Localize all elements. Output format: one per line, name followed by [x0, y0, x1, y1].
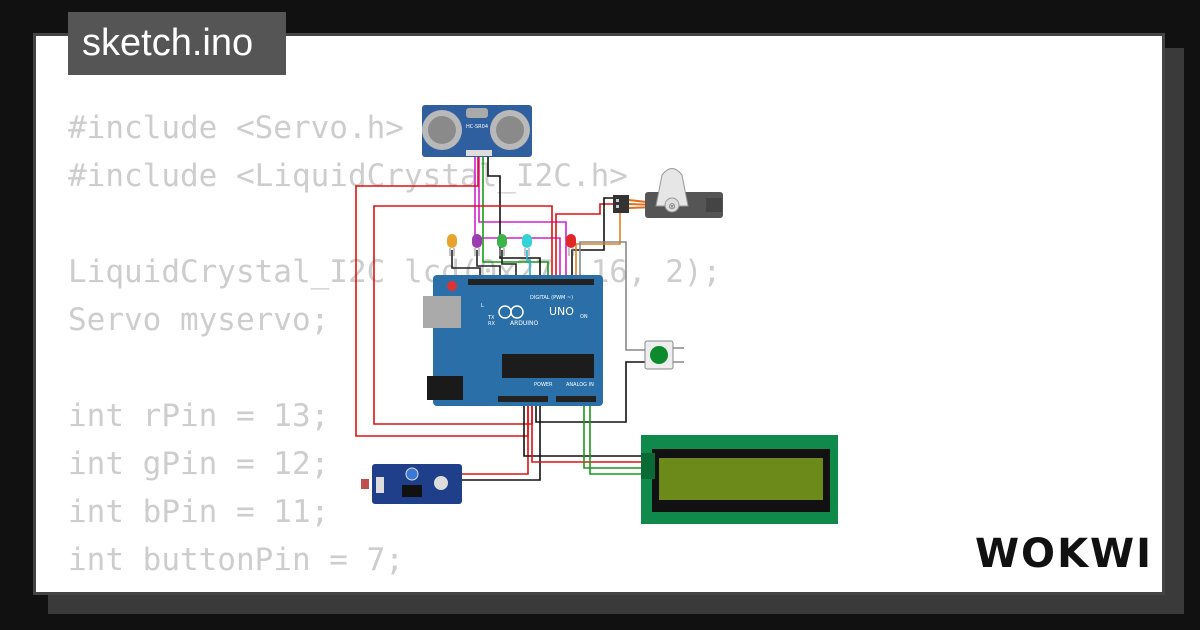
on-label: ON: [580, 314, 588, 320]
code-line: LiquidCrystal_I2C lcd(0x27, 16, 2);: [68, 254, 722, 290]
led-icon[interactable]: [472, 234, 482, 256]
servo-motor-icon[interactable]: ⊗: [613, 168, 723, 219]
board-model-label: UNO: [549, 305, 574, 318]
ultrasonic-sensor-icon[interactable]: HC-SR04: [422, 105, 532, 157]
sensor-model-label: HC-SR04: [466, 124, 488, 130]
led-icon[interactable]: [447, 234, 457, 256]
board-brand-label: ARDUINO: [510, 320, 539, 327]
code-line: #include <LiquidCrystal_I2C.h>: [68, 158, 628, 194]
svg-text:⊗: ⊗: [668, 202, 676, 212]
code-line: int buttonPin = 7;: [68, 542, 404, 578]
code-line: Servo myservo;: [68, 302, 330, 338]
lcd-display-icon[interactable]: [641, 435, 838, 524]
code-line: int gPin = 12;: [68, 446, 330, 482]
rx-label: RX: [488, 321, 495, 327]
led-icon[interactable]: [522, 234, 532, 256]
wires: [355, 152, 645, 481]
code-background: #include <Servo.h> #include <LiquidCrysta…: [68, 104, 722, 592]
arduino-board-icon[interactable]: DIGITAL (PWM ~) UNO ARDUINO L TX RX ON P…: [423, 275, 603, 406]
code-line: #include <Servo.h>: [68, 110, 404, 146]
power-label: POWER: [534, 382, 553, 388]
l-label: L: [481, 303, 484, 309]
brand-logo-text: WOKWI: [976, 531, 1152, 577]
code-line: int buttonLedPin = 8;: [68, 584, 721, 592]
code-line: int rPin = 13;: [68, 398, 330, 434]
push-button-icon[interactable]: [644, 340, 684, 370]
digital-label: DIGITAL (PWM ~): [530, 295, 573, 301]
ldr-module-icon[interactable]: [361, 464, 462, 504]
code-line: int bPin = 11;: [68, 494, 330, 530]
sketch-title[interactable]: sketch.ino: [68, 12, 286, 75]
led-icon[interactable]: [566, 234, 576, 256]
wokwi-logo-icon[interactable]: WOKWI: [976, 524, 1152, 580]
analog-label: ANALOG IN: [566, 382, 594, 388]
tx-label: TX: [487, 315, 495, 321]
led-icon[interactable]: [497, 234, 507, 256]
